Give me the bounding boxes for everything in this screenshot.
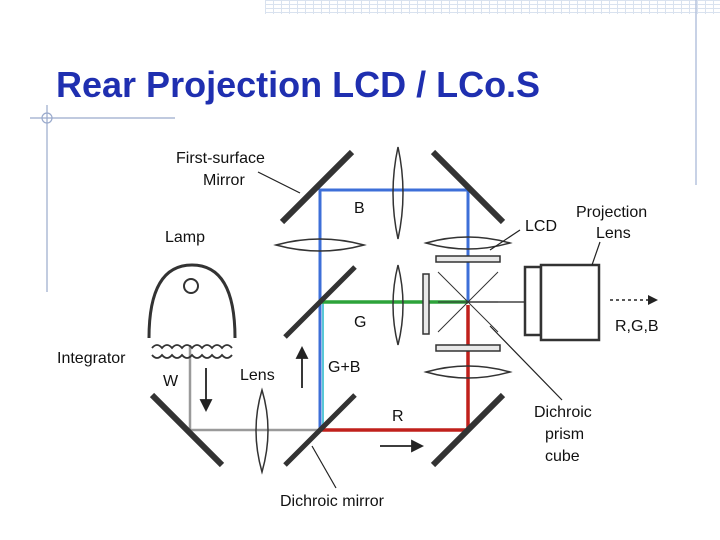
leader-projection-lens: [591, 241, 601, 266]
slide-decoration: [30, 0, 697, 292]
blue-beam-left: [318, 188, 468, 430]
label-gb: G+B: [328, 359, 360, 376]
mirror-bottom-right: [430, 392, 506, 468]
leader-dichroic-prism: [489, 325, 563, 401]
leader-lcd: [489, 229, 521, 251]
mirror-top-left: [279, 149, 355, 225]
lcd-panel-top: [435, 255, 501, 263]
lens-green-path: [392, 264, 404, 346]
label-dichroic: Dichroic: [534, 404, 592, 421]
label-integrator: Integrator: [57, 350, 126, 367]
projection-lens-collar: [523, 265, 543, 337]
dichroic-mirror-upper: [283, 265, 357, 339]
label-r: R: [392, 408, 404, 425]
label-first-surface: First-surface: [176, 150, 265, 167]
label-dichroic-mirror: Dichroic mirror: [280, 493, 385, 510]
dichroic-prism-cube: [437, 271, 499, 333]
label-lcd: LCD: [525, 218, 557, 235]
lamp-bulb: [183, 278, 199, 294]
projection-lens-barrel: [539, 263, 601, 342]
label-projection: Projection: [576, 204, 647, 221]
lcd-panel-left: [422, 273, 430, 335]
lamp: [147, 263, 237, 339]
lamp-reflector: [147, 263, 237, 339]
dichroic-mirror-lower: [283, 393, 357, 467]
lenses: [255, 146, 513, 475]
mirrors: [149, 149, 506, 468]
leader-lines: [257, 171, 601, 489]
lens-top: [392, 146, 404, 240]
label-lens: Lens: [240, 367, 275, 384]
mirror-bottom-left: [149, 392, 225, 468]
slide-title: Rear Projection LCD / LCo.S: [56, 64, 541, 105]
integrator-array-top: [151, 344, 233, 350]
leader-dichroic-mirror: [311, 445, 337, 489]
arrows: [199, 345, 425, 453]
lens-below-lcd: [423, 365, 513, 379]
label-mirror: Mirror: [203, 172, 245, 189]
label-b: B: [354, 200, 365, 217]
lens-white-path: [255, 387, 269, 475]
mirror-top-right: [430, 149, 506, 225]
leader-first-surface-mirror: [257, 171, 301, 194]
integrator-array-bottom: [151, 353, 233, 359]
projection-lens: [523, 263, 601, 342]
label-rgb: R,G,B: [615, 318, 659, 335]
label-g: G: [354, 314, 366, 331]
label-lamp: Lamp: [165, 229, 205, 246]
lcd-panel-bottom: [435, 344, 501, 352]
integrator: [151, 344, 233, 359]
label-cube: cube: [545, 448, 580, 465]
dichroic-mirrors: [283, 265, 357, 467]
label-prism: prism: [545, 426, 584, 443]
label-projection-lens: Lens: [596, 225, 631, 242]
labels: First-surface Mirror Lamp Integrator W L…: [57, 150, 659, 510]
lcd-panels: [422, 255, 501, 352]
lens-mid-horizontal: [273, 238, 367, 252]
label-w: W: [163, 373, 179, 390]
output-arrowhead: [648, 295, 658, 305]
header-grid-band: [265, 0, 720, 14]
lens-above-lcd: [423, 236, 513, 250]
